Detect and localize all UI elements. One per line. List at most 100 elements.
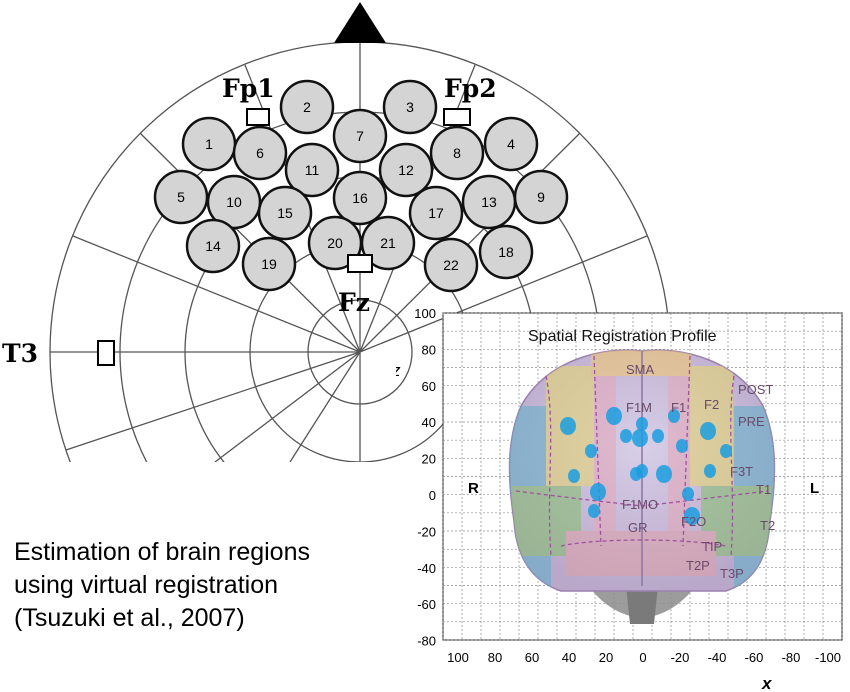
- channel-label: 4: [507, 136, 515, 152]
- channel-circle: [332, 170, 388, 226]
- x-tick-label: -20: [671, 650, 690, 665]
- electrode-marker-fz: [347, 254, 373, 273]
- channel-9: 9: [513, 169, 569, 225]
- channel-21: 21: [360, 215, 416, 271]
- region-label: F2: [704, 397, 719, 412]
- channel-7: 7: [332, 108, 388, 164]
- region-label: F1M: [626, 400, 652, 415]
- channel-label: 7: [356, 128, 364, 144]
- channel-1: 1: [181, 116, 237, 172]
- channel-label: 11: [305, 162, 320, 178]
- channel-12: 12: [378, 142, 434, 198]
- region-superior: [591, 350, 691, 376]
- registration-marker: [652, 429, 664, 443]
- electrode-label-fz: Fz: [338, 288, 370, 317]
- x-tick-label: 0: [639, 650, 646, 665]
- registration-marker: [682, 487, 694, 501]
- channel-18: 18: [478, 224, 534, 280]
- brainstem: [626, 586, 658, 624]
- registration-marker: [720, 444, 732, 458]
- region-label: SMA: [626, 362, 655, 377]
- channel-10: 10: [206, 174, 262, 230]
- region-borders: [515, 355, 769, 557]
- channel-circle: [241, 236, 297, 292]
- registration-marker: [700, 422, 716, 440]
- channel-circle: [461, 174, 517, 230]
- channel-13: 13: [461, 174, 517, 230]
- caption-line: Estimation of brain regions: [14, 538, 310, 566]
- channel-14: 14: [185, 218, 241, 274]
- channel-circle: [382, 79, 438, 135]
- channel-circle: [206, 174, 262, 230]
- registration-marker: [606, 407, 622, 425]
- registration-marker: [620, 429, 632, 443]
- electrode-label-fp2: Fp2: [444, 74, 497, 103]
- z-tick-label: -80: [417, 634, 436, 649]
- z-tick-label: -20: [417, 524, 436, 539]
- x-tick-label: 100: [447, 650, 469, 665]
- channel-label: 15: [277, 205, 293, 221]
- channel-15: 15: [257, 185, 313, 241]
- region-label: PRE: [738, 414, 765, 429]
- channel-label: 6: [256, 145, 264, 161]
- region-label: F1: [671, 400, 686, 415]
- electrode-marker-fp2: [443, 108, 471, 126]
- channel-circle: [279, 79, 335, 135]
- channel-circle: [483, 116, 539, 172]
- channel-label: 8: [453, 145, 461, 161]
- channel-16: 16: [332, 170, 388, 226]
- channel-11: 11: [284, 142, 340, 198]
- channel-circle: [423, 237, 479, 293]
- channel-label: 3: [406, 99, 414, 115]
- registration-marker: [585, 444, 597, 458]
- region-label: T2P: [686, 558, 710, 573]
- side-label-right: R: [468, 480, 479, 497]
- channel-label: 13: [481, 194, 497, 210]
- region-orbital: [566, 531, 716, 576]
- channel-label: 16: [352, 190, 368, 206]
- z-tick-label: -60: [417, 597, 436, 612]
- electrode-label-t3: T3: [2, 339, 38, 368]
- x-tick-label: 40: [562, 650, 576, 665]
- region-label: F2O: [681, 514, 706, 529]
- channel-circle: [284, 142, 340, 198]
- registration-marker: [632, 429, 648, 447]
- region-label: T1: [756, 482, 771, 497]
- region-label: TIP: [702, 539, 722, 554]
- channel-3: 3: [382, 79, 438, 135]
- x-tick-label: 20: [599, 650, 613, 665]
- region-label: T3P: [720, 566, 744, 581]
- channel-circle: [378, 142, 434, 198]
- channel-circle: [478, 224, 534, 280]
- channel-5: 5: [153, 169, 209, 225]
- registration-marker: [684, 507, 700, 525]
- z-tick-label: 20: [422, 452, 436, 467]
- registration-marker: [636, 417, 648, 431]
- channel-circle: [153, 169, 209, 225]
- region-mid-left: [594, 356, 616, 546]
- channel-circle: [408, 185, 464, 241]
- electrode-markers: [97, 108, 471, 366]
- channel-4: 4: [483, 116, 539, 172]
- z-tick-label: 40: [422, 415, 436, 430]
- channel-label: 10: [226, 194, 242, 210]
- electrode-marker-t3: [97, 340, 115, 366]
- x-tick-label: 60: [525, 650, 539, 665]
- x-tick-label: -100: [815, 650, 841, 665]
- channel-label: 21: [380, 235, 396, 251]
- channel-circle: [360, 215, 416, 271]
- profile-title: Spatial Registration Profile: [528, 328, 717, 345]
- registration-marker: [636, 464, 648, 478]
- channel-19: 19: [241, 236, 297, 292]
- channel-label: 17: [428, 205, 444, 221]
- nose-marker: [334, 2, 386, 43]
- channel-label: 1: [205, 136, 213, 152]
- registration-marker: [560, 417, 576, 435]
- channel-6: 6: [232, 125, 288, 181]
- z-tick-label: 0: [429, 488, 436, 503]
